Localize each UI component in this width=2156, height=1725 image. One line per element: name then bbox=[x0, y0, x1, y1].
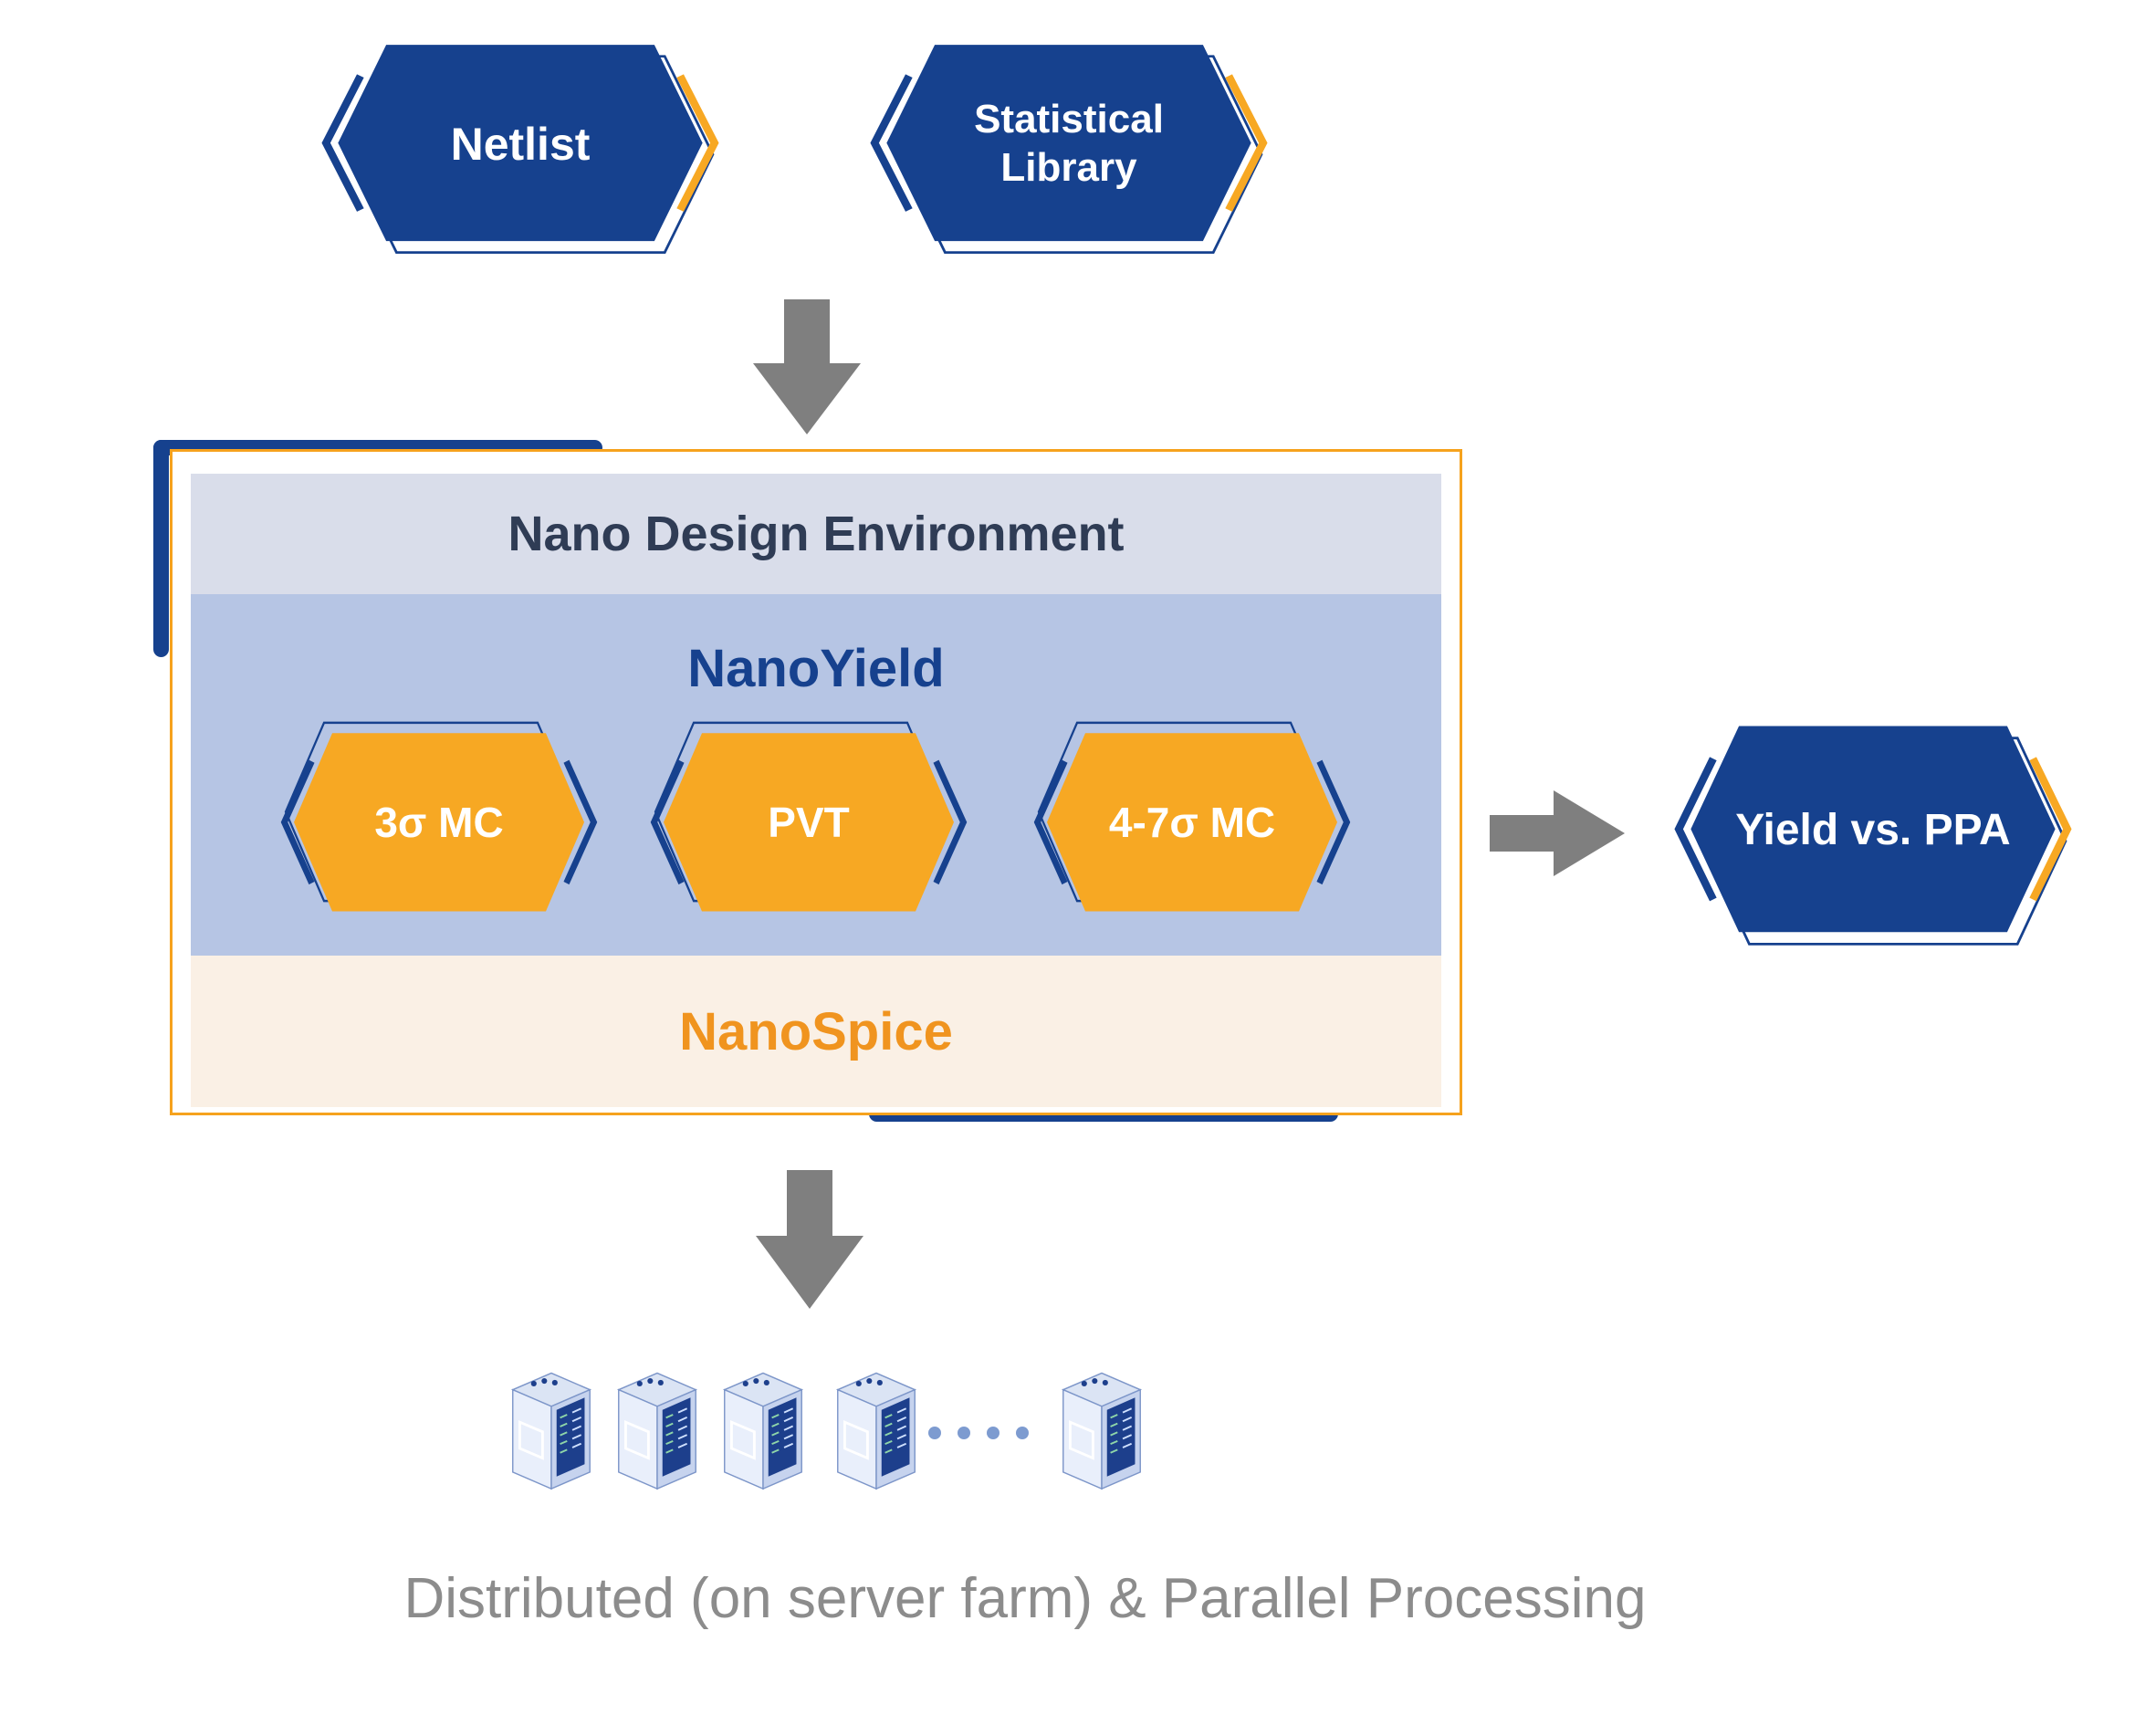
node-pvt-label: PVT bbox=[768, 799, 850, 847]
statistical-library-node: Statistical Library bbox=[863, 38, 1275, 257]
nano-design-environment-title: Nano Design Environment bbox=[508, 507, 1125, 561]
corner-accent-left-icon bbox=[153, 440, 169, 657]
nanospice-section: NanoSpice bbox=[191, 956, 1441, 1107]
node-3sigma-mc: 3σ MC bbox=[275, 718, 603, 917]
server-icon bbox=[1058, 1371, 1146, 1503]
yield-vs-ppa-label: Yield vs. PPA bbox=[1735, 806, 2011, 855]
server-icon bbox=[508, 1371, 595, 1503]
node-3sigma-mc-label: 3σ MC bbox=[374, 799, 504, 847]
netlist-node: Netlist bbox=[314, 38, 727, 257]
nanospice-title: NanoSpice bbox=[679, 1001, 953, 1061]
arrow-right-icon bbox=[1490, 790, 1625, 876]
server-icon bbox=[832, 1371, 920, 1503]
arrow-down-icon bbox=[753, 299, 861, 434]
server-icon bbox=[613, 1371, 701, 1503]
nanoyield-title: NanoYield bbox=[687, 639, 945, 698]
node-pvt: PVT bbox=[644, 718, 973, 917]
statistical-library-label: Statistical Library bbox=[974, 97, 1164, 190]
node-47sigma-mc: 4-7σ MC bbox=[1028, 718, 1356, 917]
arrow-down-icon bbox=[756, 1170, 863, 1309]
ellipsis-dots-icon bbox=[926, 1424, 1031, 1442]
caption-text: Distributed (on server farm) & Parallel … bbox=[403, 1567, 1647, 1630]
nano-design-environment-box: Nano Design Environment NanoYield 3σ MC … bbox=[170, 449, 1462, 1115]
nano-design-environment-header: Nano Design Environment bbox=[191, 474, 1441, 594]
yield-vs-ppa-node: Yield vs. PPA bbox=[1667, 719, 2079, 949]
server-icon bbox=[719, 1371, 807, 1503]
node-47sigma-mc-label: 4-7σ MC bbox=[1108, 799, 1276, 847]
netlist-label: Netlist bbox=[450, 119, 591, 170]
